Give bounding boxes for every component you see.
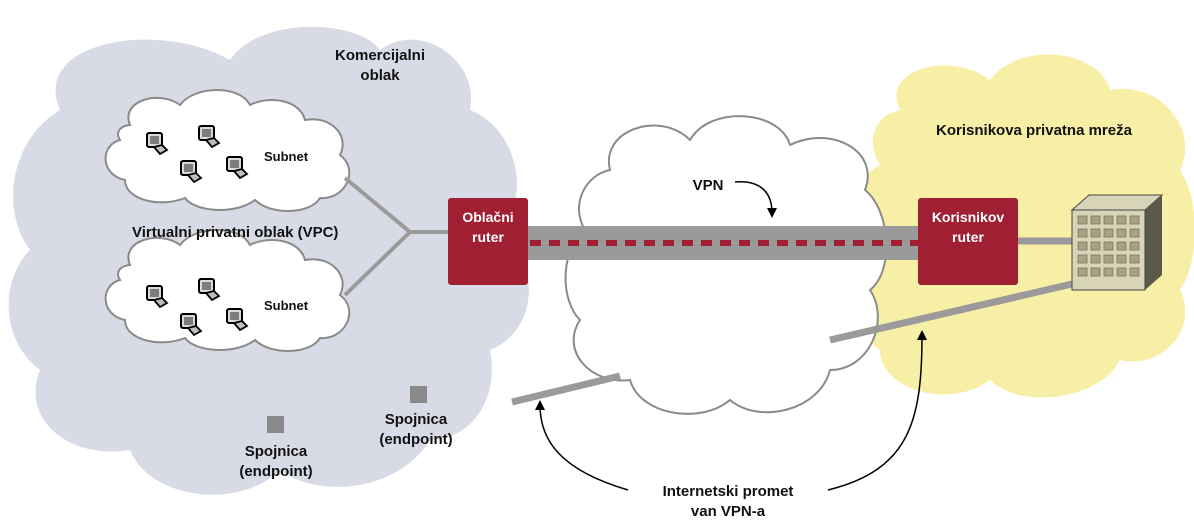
endpoint-left-label-1: Spojnica bbox=[245, 443, 308, 460]
commercial-cloud-label-2: oblak bbox=[360, 67, 400, 84]
user-router-label-1: Korisnikov bbox=[932, 209, 1005, 225]
links bbox=[343, 176, 1073, 406]
cloud-router-label-1: Oblačni bbox=[462, 209, 513, 225]
user-router-label-2: ruter bbox=[952, 229, 984, 245]
subnet-cloud-top bbox=[104, 89, 351, 212]
internet-traffic-label-1: Internetski promet bbox=[663, 483, 794, 500]
internet-cloud bbox=[564, 115, 888, 415]
private-network-label: Korisnikova privatna mreža bbox=[936, 122, 1133, 139]
endpoint-right-label-2: (endpoint) bbox=[379, 431, 452, 448]
vpn-label: VPN bbox=[693, 177, 724, 194]
internet-link-left bbox=[511, 372, 621, 406]
endpoint-right-label-1: Spojnica bbox=[385, 411, 448, 428]
user-router[interactable]: Korisnikov ruter bbox=[918, 198, 1018, 285]
endpoint-left-label-2: (endpoint) bbox=[239, 463, 312, 480]
cloud-router[interactable]: Oblačni ruter bbox=[448, 198, 528, 285]
endpoint-marker-right bbox=[410, 386, 427, 403]
internet-traffic-label-2: van VPN-a bbox=[691, 503, 766, 520]
curved-arrow-icon bbox=[535, 181, 927, 491]
subnet-cloud-bottom bbox=[104, 229, 351, 352]
subnet-label-bottom: Subnet bbox=[264, 298, 309, 313]
office-building-icon bbox=[1070, 194, 1164, 291]
internet-link-right bbox=[829, 280, 1073, 344]
endpoint-marker-left bbox=[267, 416, 284, 433]
subnet-label-top: Subnet bbox=[264, 149, 309, 164]
vpc-label: Virtualni privatni oblak (VPC) bbox=[132, 224, 338, 241]
cloud-router-label-2: ruter bbox=[472, 229, 504, 245]
commercial-cloud-label-1: Komercijalni bbox=[335, 47, 425, 64]
